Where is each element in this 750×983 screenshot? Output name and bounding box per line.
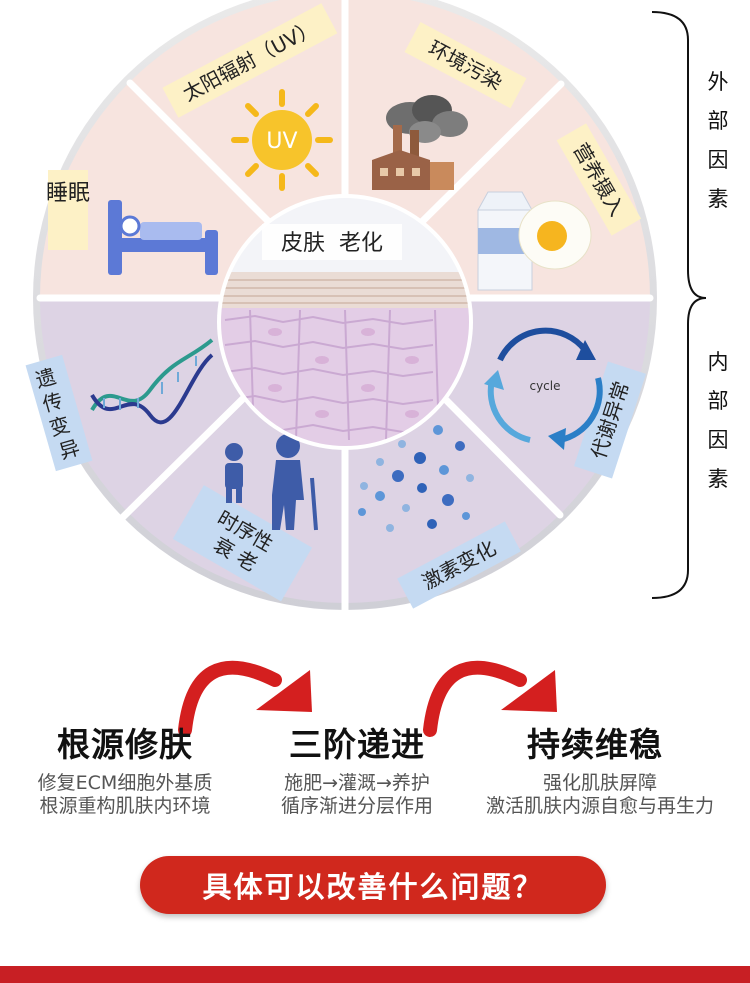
milk-egg-icon <box>477 191 592 291</box>
internal-factors-label: 内 部 因 素 <box>707 350 729 491</box>
bottom-bar <box>0 966 750 983</box>
step-2-title: 三阶递进 <box>289 725 425 764</box>
genetic-label-bg <box>25 354 93 472</box>
flow-arrows <box>178 660 557 737</box>
center-label: 皮肤 老化 <box>281 231 383 256</box>
step-1-desc: 修复ECM细胞外基质 根源重构肌肤内环境 <box>37 772 213 817</box>
cycle-icon: cycle <box>484 327 603 450</box>
arrow-1-head <box>256 670 312 712</box>
bed-icon <box>108 200 218 275</box>
center-label-bg <box>262 224 402 260</box>
uv-badge: UV <box>266 129 297 154</box>
step-3-title: 持续维稳 <box>527 725 663 764</box>
step-3-desc: 强化肌肤屏障 激活肌肤内源自愈与再生力 <box>485 772 714 817</box>
step-2-desc: 施肥→灌溉→养护 循序渐进分层作用 <box>280 772 433 817</box>
arrow-2 <box>423 660 527 737</box>
cycle-text: cycle <box>529 379 560 393</box>
dna-icon <box>90 338 214 425</box>
people-icon <box>225 434 318 531</box>
step-1-title: 根源修肤 <box>57 725 193 764</box>
nutrition-label-bg <box>556 123 642 236</box>
pollution-label-bg <box>404 21 527 109</box>
sun-icon: UV <box>231 89 333 191</box>
external-brace <box>651 11 707 299</box>
chrono-label-bg <box>172 485 313 602</box>
arrow-2-head <box>501 670 557 712</box>
uv-label-bg <box>162 3 338 118</box>
hormone-dots-icon <box>358 425 474 532</box>
sleep-label-bg <box>48 170 88 250</box>
factory-icon <box>372 95 468 190</box>
skin-nuclei <box>268 328 419 418</box>
sleep-label: 睡眠 <box>46 181 90 206</box>
factor-sleep: 睡眠 <box>46 170 218 275</box>
metabolism-label-bg <box>573 361 647 479</box>
skin-aging-wheel: 睡眠 太阳辐射（UV） U <box>25 0 707 610</box>
hormone-label-bg <box>397 521 521 609</box>
factor-genetic: 遗 传 变 异 <box>25 338 214 472</box>
external-factors-label: 外 部 因 素 <box>707 70 729 211</box>
arrow-1 <box>178 660 282 737</box>
skin-center-disk: 皮肤 老化 <box>217 194 473 450</box>
internal-brace <box>651 297 707 599</box>
skin-cells <box>224 309 440 441</box>
question-banner[interactable]: 具体可以改善什么问题？ <box>140 856 606 914</box>
